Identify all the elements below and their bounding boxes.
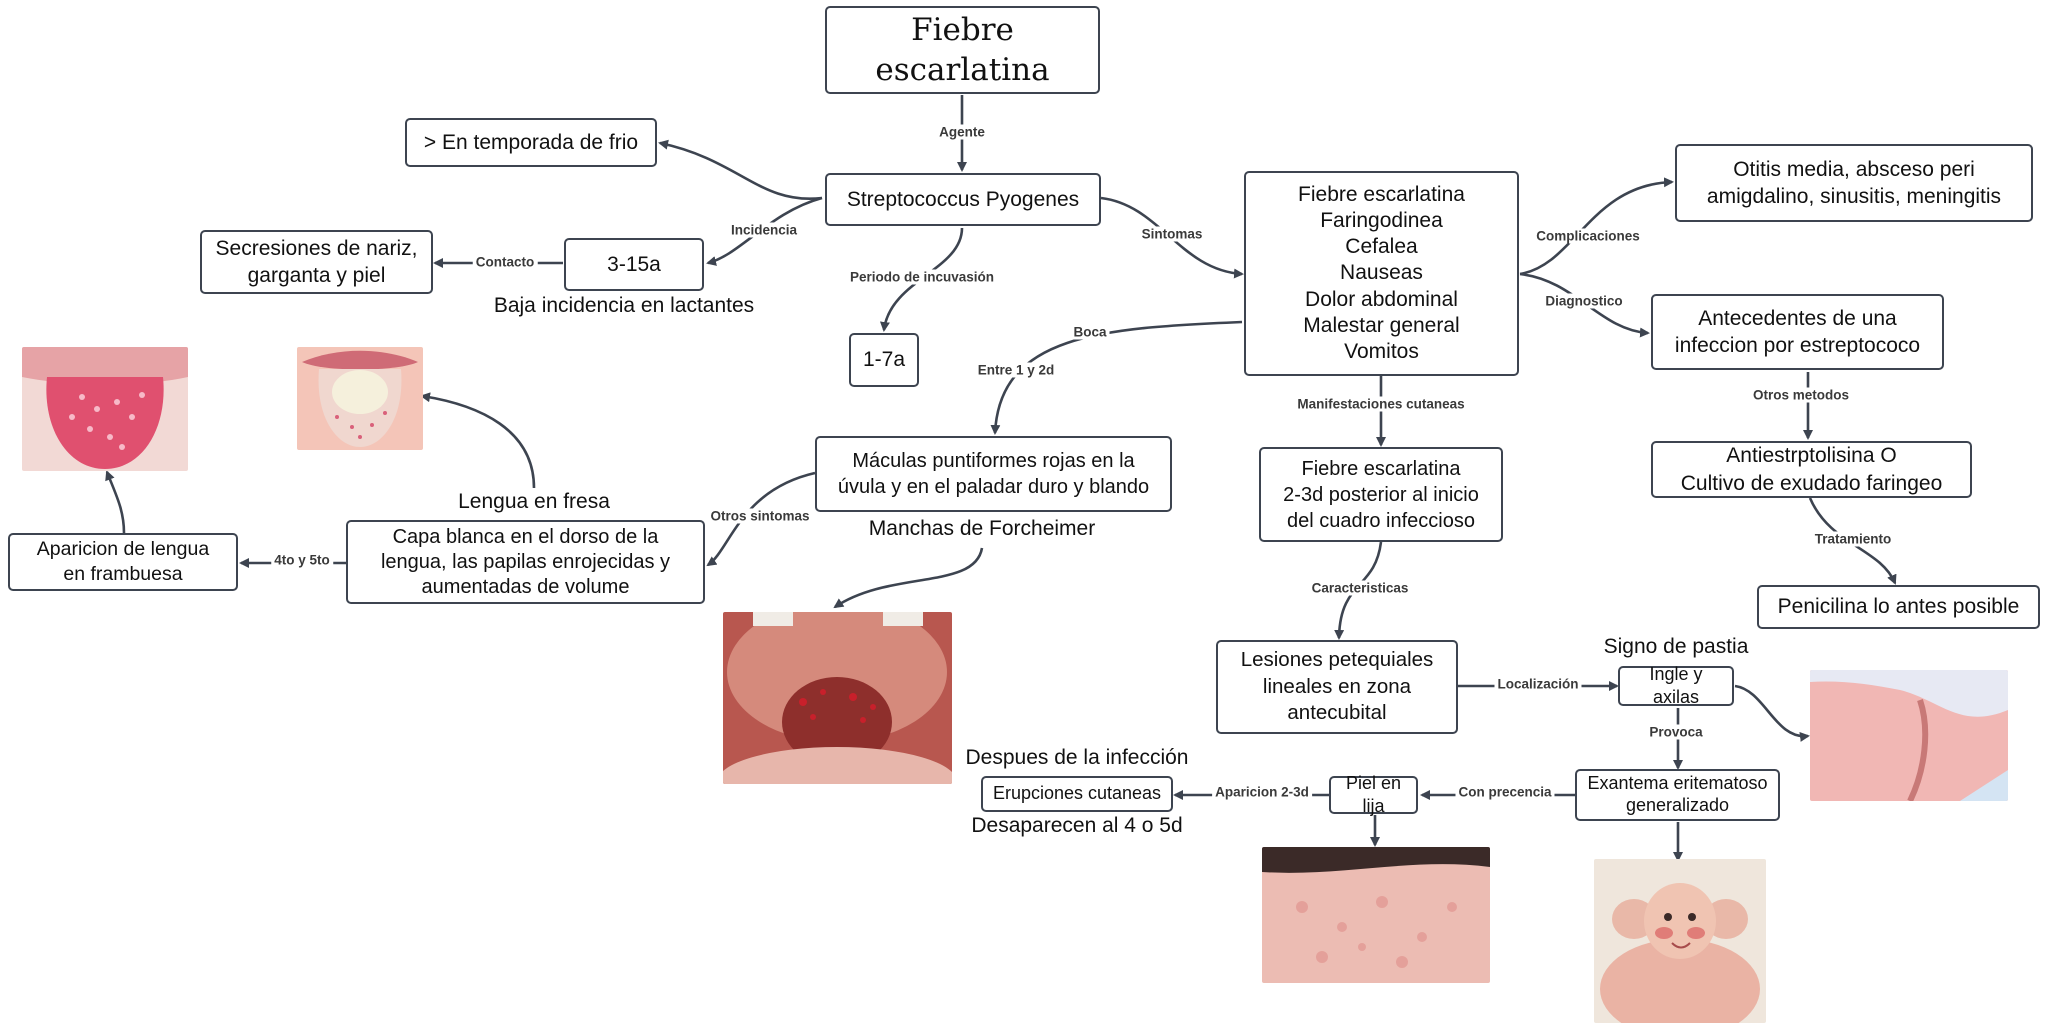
cold-season-node: > En temporada de frio [405, 118, 657, 167]
groin-node: Ingle y axilas [1618, 666, 1734, 706]
sandpaper-skin-photo [1262, 847, 1490, 983]
edge-label-sintomas: Sintomas [1139, 227, 1206, 242]
pastia-sign-photo [1810, 670, 2008, 801]
palate-petechiae-photo [723, 612, 952, 784]
edge-label-caracteristicas: Caracteristicas [1309, 581, 1412, 596]
disappear-text: Desaparecen al 4 o 5d [971, 814, 1182, 838]
treatment-node: Penicilina lo antes posible [1757, 585, 2040, 629]
edge-agent-cold [660, 143, 822, 199]
white-tongue-node: Capa blanca en el dorso de la lengua, la… [346, 520, 705, 604]
edge-label-entre: Entre 1 y 2d [975, 363, 1058, 378]
agent-node: Streptococcus Pyogenes [825, 173, 1101, 226]
after-infection-text: Despues de la infección [966, 746, 1189, 770]
edge-label-con-precencia: Con precencia [1455, 785, 1554, 800]
pastia-sign-text: Signo de pastia [1604, 635, 1749, 659]
edge-raspberry-photo [107, 472, 124, 533]
edge-forcheimer-photo [835, 548, 982, 607]
skin-onset-node: Fiebre escarlatina 2-3d posterior al ini… [1259, 447, 1503, 542]
edge-label-provoca: Provoca [1646, 725, 1705, 740]
edge-label-tratamiento: Tratamiento [1812, 532, 1895, 547]
edge-label-contacto: Contacto [473, 255, 538, 270]
edge-label-incidencia: Incidencia [728, 223, 800, 238]
forcheimer-text: Manchas de Forcheimer [869, 517, 1095, 541]
edge-label-boca: Boca [1070, 325, 1109, 340]
exanthem-node: Exantema eritematoso generalizado [1575, 769, 1780, 821]
macules-node: Máculas puntiformes rojas en la úvula y … [815, 436, 1172, 512]
complications-node: Otitis media, absceso peri amigdalino, s… [1675, 144, 2033, 222]
edge-label-agente: Agente [936, 125, 988, 140]
edge-symptoms-macules [995, 322, 1242, 433]
history-node: Antecedentes de una infeccion por estrep… [1651, 294, 1944, 370]
edge-label-aparicion: Aparicion 2-3d [1212, 785, 1312, 800]
incubation-node: 1-7a [849, 333, 919, 387]
eruptions-node: Erupciones cutaneas [981, 776, 1173, 812]
edge-label-cuarto: 4to y 5to [271, 553, 333, 568]
secretions-node: Secresiones de nariz, garganta y piel [200, 230, 433, 294]
edge-label-otros-sintomas: Otros sintomas [707, 509, 812, 524]
lesions-node: Lesiones petequiales lineales en zona an… [1216, 640, 1458, 734]
edge-label-otros-metodos: Otros metodos [1750, 388, 1852, 403]
edge-label-localizacion: Localización [1494, 677, 1581, 692]
title-node: Fiebre escarlatina [825, 6, 1100, 94]
edge-groin-photo [1735, 686, 1808, 736]
edge-label-manifestaciones: Manifestaciones cutaneas [1294, 397, 1467, 412]
raspberry-tongue-node: Aparicion de lengua en frambuesa [8, 533, 238, 591]
strawberry-tongue-text: Lengua en fresa [458, 490, 610, 514]
strawberry-tongue-photo [297, 347, 423, 450]
tests-node: Antiestrptolisina O Cultivo de exudado f… [1651, 441, 1972, 498]
edge-label-complicaciones: Complicaciones [1533, 229, 1643, 244]
edge-strawberry-photo [422, 396, 534, 488]
age-range-node: 3-15a [564, 238, 704, 291]
raspberry-tongue-photo [22, 347, 188, 471]
baby-rash-photo [1594, 859, 1766, 1023]
edge-label-diagnostico: Diagnostico [1542, 294, 1625, 309]
symptoms-node: Fiebre escarlatina Faringodinea Cefalea … [1244, 171, 1519, 376]
edge-label-incubacion: Periodo de incuvasión [847, 270, 997, 285]
sandpaper-node: Piel en lija [1329, 776, 1418, 814]
low-infants-text: Baja incidencia en lactantes [494, 294, 754, 318]
